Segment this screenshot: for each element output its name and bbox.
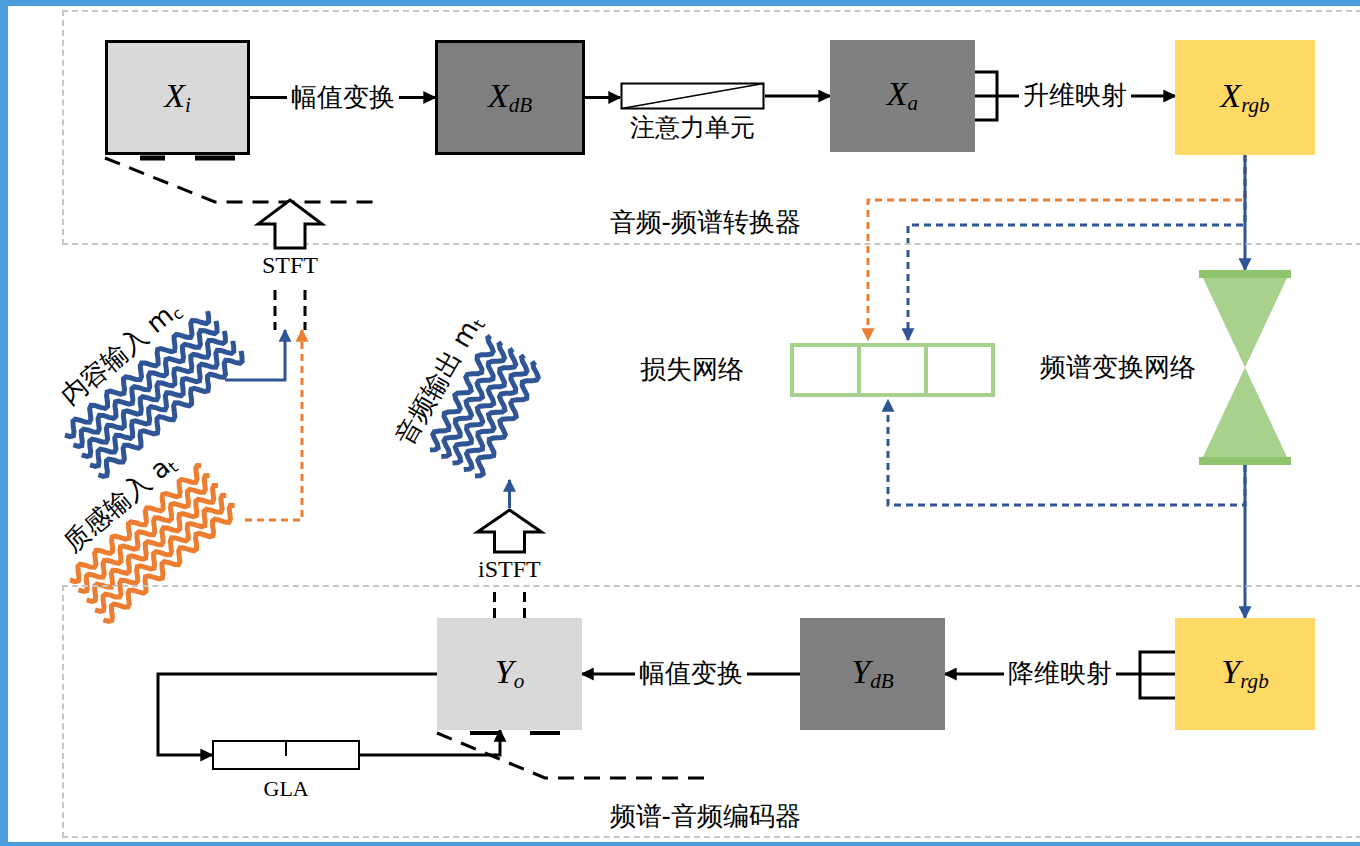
node-label: GLA	[264, 776, 309, 802]
box-label: Xrgb	[1220, 77, 1269, 118]
connector	[225, 330, 285, 380]
spectrum-box: Xa	[830, 40, 975, 152]
box-label: YdB	[851, 653, 893, 694]
connector	[888, 400, 1245, 505]
edge-label: 幅值变换	[287, 83, 399, 113]
content-input-wave: 内容输入 mc	[25, 270, 225, 470]
istft-block: iSTFT	[462, 508, 557, 618]
box-label: Xi	[164, 77, 191, 118]
spectrum-box: XdB	[435, 40, 585, 155]
box-label: Xa	[887, 75, 918, 116]
gla-symbol	[212, 740, 360, 770]
box-label: Yrgb	[1221, 653, 1268, 694]
rgb-spectrum-box: Xrgb	[1175, 40, 1315, 155]
spectrum-box: YdB	[800, 618, 945, 730]
edge-label: 降维映射	[1004, 659, 1116, 689]
spectrum-box: Yo	[437, 618, 582, 730]
node-label: 注意力单元	[630, 114, 755, 143]
attention-symbol	[620, 82, 765, 110]
box-label: XdB	[488, 77, 532, 118]
box-label: Yo	[495, 653, 524, 694]
stft-block: STFT	[250, 198, 330, 330]
connector	[508, 480, 511, 508]
spectrum-trapezoid	[105, 158, 378, 202]
connector	[1244, 465, 1247, 618]
connector	[585, 96, 620, 99]
attention-unit: 注意力单元	[620, 82, 765, 144]
node-label: 损失网络	[640, 355, 744, 385]
node-label: iSTFT	[478, 556, 541, 583]
band-label: 音频-频谱转换器	[610, 208, 801, 238]
connector	[360, 730, 500, 755]
frame-mark	[470, 731, 560, 735]
encoder-band: 频谱-音频编码器 Yrgb YdB YoGLA	[62, 585, 1360, 838]
band-label: 频谱-音频编码器	[610, 802, 801, 832]
audio-output-wave: 音频输出 mt	[385, 310, 570, 480]
connector	[245, 330, 302, 520]
loss-network: 损失网络	[640, 340, 1000, 400]
node-label: 频谱变换网络	[1040, 353, 1196, 383]
gla-block: GLA	[212, 740, 360, 812]
texture-input-wave: 质感输入 at	[45, 440, 245, 615]
edge-label: 升维映射	[1019, 81, 1131, 111]
transform-network: 频谱变换网络	[1040, 270, 1295, 465]
band-outline	[62, 585, 1360, 838]
converter-band: 音频-频谱转换器 Xi XdB 注意力单元 Xa Xrgb	[62, 10, 1360, 245]
frame-mark	[140, 156, 235, 161]
connector	[908, 155, 1245, 340]
connector	[765, 95, 830, 98]
spectrum-box: Xi	[105, 40, 250, 155]
rgb-spectrum-box: Yrgb	[1175, 618, 1315, 730]
connector	[868, 155, 1245, 340]
node-label: STFT	[262, 252, 318, 279]
edge-label: 幅值变换	[635, 659, 747, 689]
